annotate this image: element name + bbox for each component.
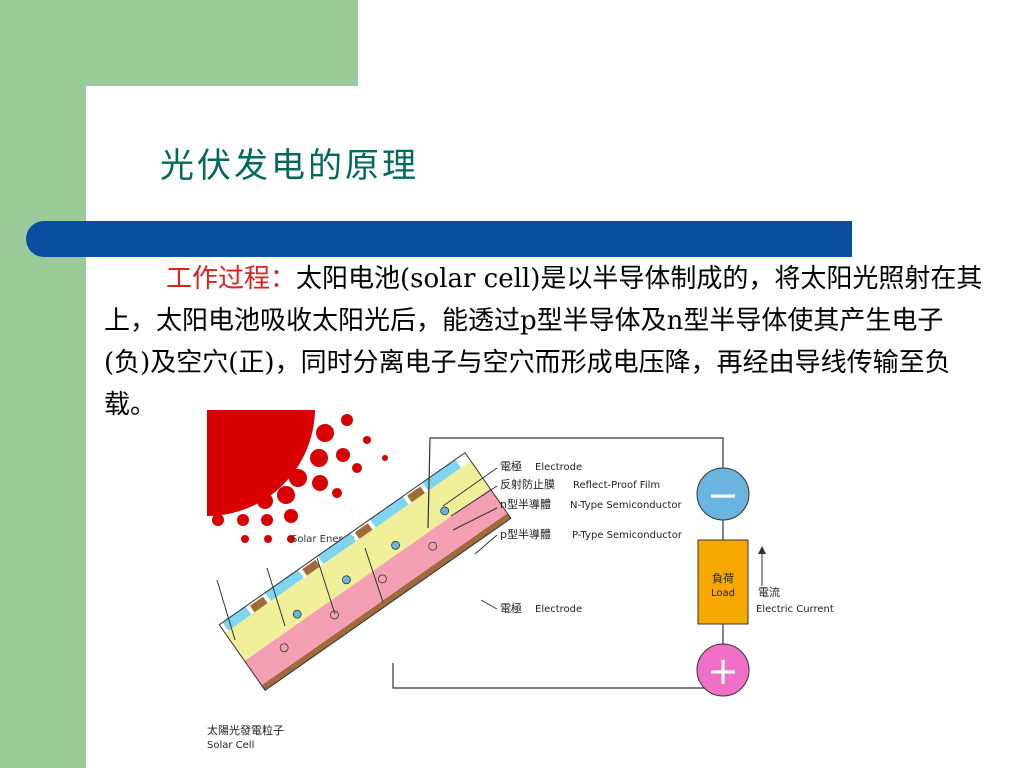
label-p-en: P-Type Semiconductor (572, 530, 683, 541)
slide-title: 光伏发电的原理 (160, 146, 419, 186)
load-box (697, 539, 749, 625)
label-p-zh: p型半導體 (500, 527, 551, 541)
p-type-layer (244, 488, 508, 686)
solar-cell-diagram: Solar Energy (207, 410, 834, 751)
plus-terminal (696, 643, 750, 697)
current-arrow-head (758, 546, 766, 554)
current-en: Electric Current (756, 604, 834, 615)
top-electrodes (249, 486, 425, 613)
label-electrode-bottom-zh: 電極 (500, 601, 522, 615)
holes (279, 541, 438, 653)
body-text: 太阳电池(solar cell)是以半导体制成的，将太阳光照射在其上，太阳电池吸… (104, 264, 983, 420)
minus-terminal (696, 467, 750, 521)
body-paragraph: 工作过程：太阳电池(solar cell)是以半导体制成的，将太阳光照射在其上，… (104, 258, 984, 426)
n-type-layer (225, 460, 491, 661)
label-electrode-top-zh: 電極 (500, 459, 522, 473)
solar-cell-label-en: Solar Cell (207, 740, 254, 751)
sun-icon (207, 410, 315, 516)
electrons (292, 506, 450, 619)
solar-cell (218, 452, 512, 692)
label-pointers (442, 467, 498, 610)
minus-icon: − (707, 473, 739, 517)
solar-cell-label-zh: 太陽光發電粒子 (207, 723, 284, 737)
light-arrows (216, 547, 384, 641)
sun-rays (210, 414, 388, 543)
body-lead: 工作过程： (166, 264, 297, 294)
label-film-zh: 反射防止膜 (500, 477, 555, 491)
label-film-en: Reflect-Proof Film (573, 480, 660, 491)
plus-icon: + (707, 649, 739, 693)
title-divider-bar (26, 221, 852, 257)
label-n-zh: n型半導體 (500, 497, 551, 511)
load-zh: 負荷 (712, 572, 734, 585)
label-electrode-bottom-en: Electrode (535, 604, 582, 615)
current-zh: 電流 (758, 585, 780, 599)
label-n-en: N-Type Semiconductor (570, 500, 683, 511)
rounded-corner (86, 86, 166, 166)
solar-energy-label: Solar Energy (291, 534, 355, 545)
bottom-electrode (260, 511, 511, 691)
label-electrode-top-en: Electrode (535, 462, 582, 473)
load-en: Load (711, 588, 735, 599)
green-side-band (0, 0, 86, 768)
